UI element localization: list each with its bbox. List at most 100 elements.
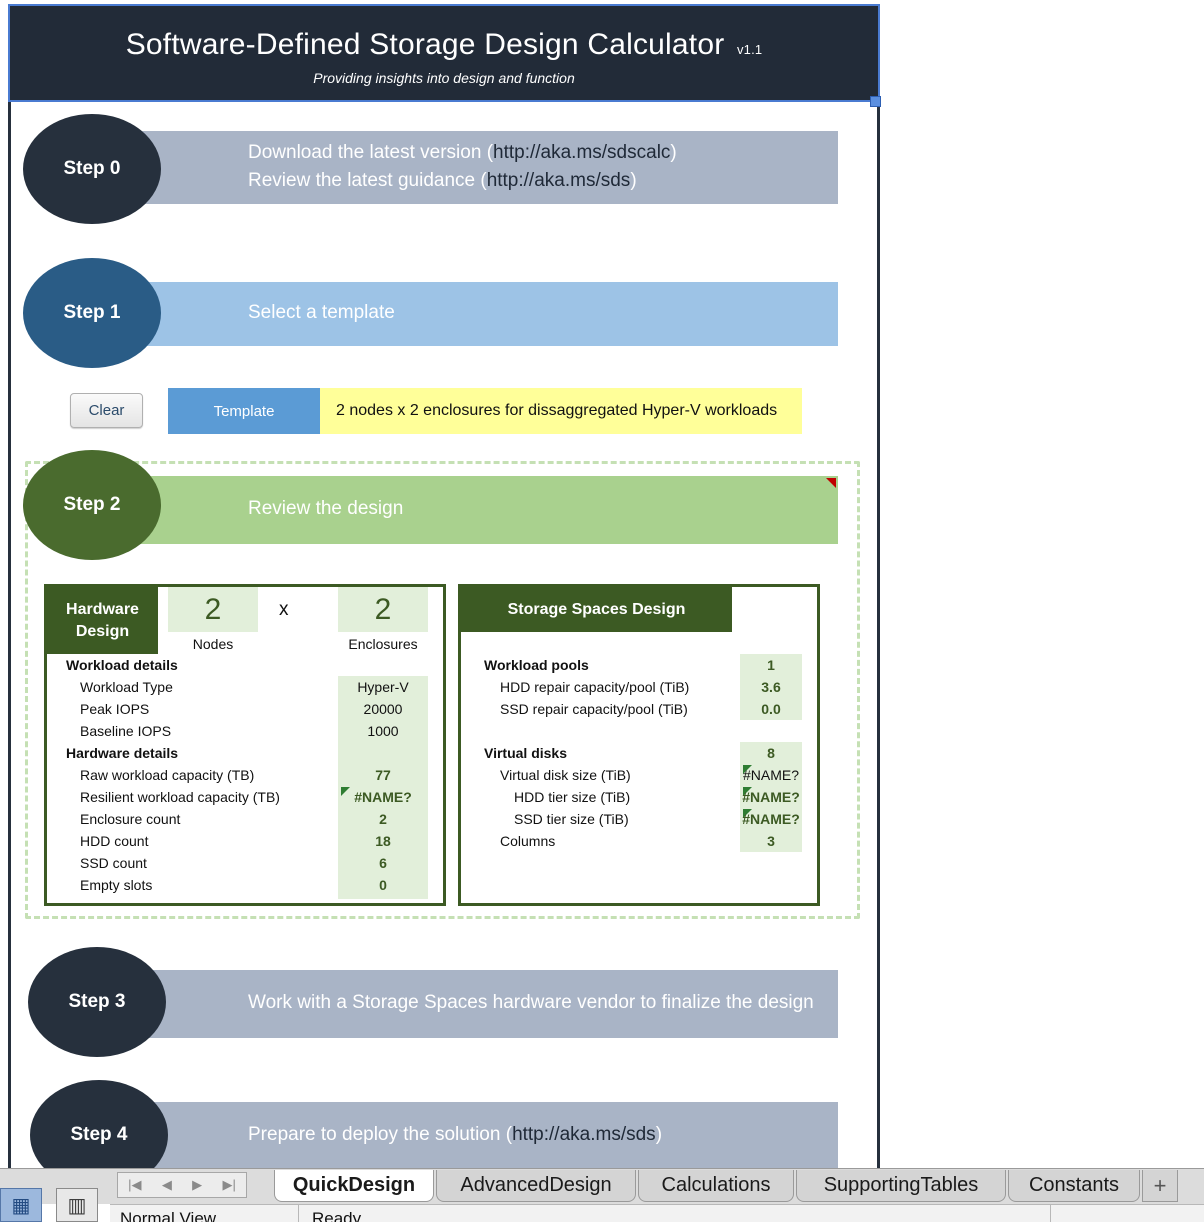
columns-label: Columns [500,833,556,849]
step-1-badge: Step 1 [23,258,161,368]
status-divider [298,1205,299,1222]
resize-handle[interactable] [870,96,881,107]
hdd-repair-value[interactable]: 3.6 [761,679,781,695]
step-3-bar: Work with a Storage Spaces hardware vend… [140,970,838,1038]
tab-constants[interactable]: Constants [1008,1170,1140,1202]
page-title-text: Software-Defined Storage Design Calculat… [125,28,725,61]
workload-pools-value[interactable]: 1 [767,657,775,673]
template-label: Template [168,388,320,434]
step-2-badge: Step 2 [23,450,161,560]
raw-capacity-label: Raw workload capacity (TB) [80,767,255,783]
resilient-capacity-value[interactable]: #NAME? [354,789,412,805]
error-indicator-icon[interactable] [743,787,752,796]
template-select-cell[interactable]: 2 nodes x 2 enclosures for dissaggregate… [320,388,802,434]
sdscalc-link[interactable]: http://aka.ms/sdscalc [493,142,671,163]
hardware-design-heading: Hardware Design [47,587,158,654]
hdd-tier-size-label: HDD tier size (TiB) [514,789,631,805]
times-sign: x [279,599,289,620]
version-label: v1.1 [736,42,763,57]
next-sheet-icon[interactable]: ▶ [192,1177,203,1192]
ssd-repair-label: SSD repair capacity/pool (TiB) [500,701,688,717]
normal-view-icon[interactable]: ▦ [0,1188,42,1222]
virtual-disks-value[interactable]: 8 [767,745,775,761]
step-0-line-1-text: Download the latest version ( [248,142,494,163]
vdisk-values-column [740,742,802,852]
hdd-count-label: HDD count [80,833,149,849]
step-2-text: Review the design [248,498,404,519]
sds-guidance-link[interactable]: http://aka.ms/sds [486,170,631,191]
enclosure-count-value[interactable]: 2 [379,811,387,827]
ready-status: Ready [312,1209,362,1222]
page-title: Software-Defined Storage Design Calculat… [10,28,878,62]
hdd-tier-size-value[interactable]: #NAME? [742,789,800,805]
page-subtitle: Providing insights into design and funct… [313,70,575,86]
workload-pools-heading: Workload pools [484,657,589,673]
step-4-close: ) [655,1124,663,1145]
tab-supportingtables[interactable]: SupportingTables [796,1170,1006,1202]
enclosure-count-label: Enclosure count [80,811,181,827]
error-indicator-icon[interactable] [743,809,752,818]
ssd-repair-value[interactable]: 0.0 [761,701,781,717]
tab-quickdesign[interactable]: QuickDesign [274,1170,434,1202]
hardware-values-column [338,676,428,899]
virtual-disk-size-label: Virtual disk size (TiB) [500,767,631,783]
empty-slots-value[interactable]: 0 [379,877,387,893]
peak-iops-value[interactable]: 20000 [363,701,403,717]
workload-type-label: Workload Type [80,679,173,695]
columns-value[interactable]: 3 [767,833,775,849]
empty-slots-label: Empty slots [80,877,153,893]
comment-indicator-icon[interactable] [826,478,836,488]
ssd-tier-size-value[interactable]: #NAME? [742,811,800,827]
clear-button[interactable]: Clear [70,393,143,428]
step-0-line-2-close: ) [630,170,637,191]
enclosures-label: Enclosures [348,636,418,652]
step-2-bar: Review the design [140,476,838,544]
workload-details-heading: Workload details [66,657,178,673]
sheet-navigation: |◀ ◀ ▶ ▶| [117,1172,247,1198]
sds-deploy-link[interactable]: http://aka.ms/sds [512,1124,656,1145]
step-1-text: Select a template [248,302,395,323]
hdd-count-value[interactable]: 18 [375,833,391,849]
step-4-bar: Prepare to deploy the solution (http://a… [140,1102,838,1170]
nodes-value[interactable]: 2 [168,587,258,632]
raw-capacity-value[interactable]: 77 [375,767,391,783]
step-0-line-1-close: ) [670,142,677,163]
storage-spaces-design-heading: Storage Spaces Design [461,587,732,632]
resilient-capacity-label: Resilient workload capacity (TB) [80,789,280,805]
virtual-disks-heading: Virtual disks [484,745,568,761]
ssd-tier-size-label: SSD tier size (TiB) [514,811,629,827]
title-banner[interactable]: Software-Defined Storage Design Calculat… [8,4,880,102]
step-0-bar: Download the latest version (http://aka.… [140,131,838,204]
prev-sheet-icon[interactable]: ◀ [161,1177,172,1192]
page-layout-view-icon[interactable]: ▥ [56,1188,98,1222]
step-0-line-2: Review the latest guidance (http://aka.m… [248,170,637,192]
ssd-count-label: SSD count [80,855,147,871]
tab-advanceddesign[interactable]: AdvancedDesign [436,1170,636,1202]
add-sheet-button[interactable]: + [1142,1170,1178,1202]
hardware-details-heading: Hardware details [66,745,179,761]
status-bar: Normal View Ready [110,1204,1204,1222]
first-sheet-icon[interactable]: |◀ [128,1177,142,1192]
workload-type-value[interactable]: Hyper-V [357,679,409,695]
baseline-iops-value[interactable]: 1000 [367,723,399,739]
baseline-iops-label: Baseline IOPS [80,723,172,739]
tab-calculations[interactable]: Calculations [638,1170,794,1202]
nodes-label: Nodes [192,636,234,652]
ssd-count-value[interactable]: 6 [379,855,387,871]
step-3-badge: Step 3 [28,947,166,1057]
last-sheet-icon[interactable]: ▶| [222,1177,236,1192]
error-indicator-icon[interactable] [743,765,752,774]
enclosures-value[interactable]: 2 [338,587,428,632]
step-1-bar: Select a template [140,282,838,346]
error-indicator-icon[interactable] [341,787,350,796]
step-4-line: Prepare to deploy the solution (http://a… [248,1124,662,1146]
virtual-disk-size-value[interactable]: #NAME? [742,767,800,783]
storage-spaces-design-panel: Storage Spaces Design Workload pools 1 H… [458,584,820,906]
step-3-text: Work with a Storage Spaces hardware vend… [248,992,814,1013]
step-2-dashed-outline [25,461,860,919]
step-4-text: Prepare to deploy the solution ( [248,1124,513,1145]
pool-values-column [740,654,802,720]
step-0-line-1: Download the latest version (http://aka.… [248,142,677,164]
peak-iops-label: Peak IOPS [80,701,150,717]
hardware-design-panel: Hardware Design 2 x 2 Nodes Enclosures W… [44,584,446,906]
